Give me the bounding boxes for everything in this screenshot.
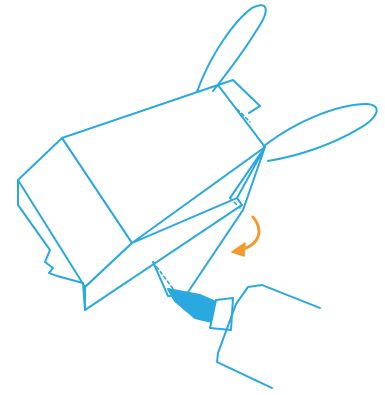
dashed-cut-line-bottom xyxy=(152,261,175,291)
ear-tab xyxy=(217,79,261,114)
top-panel xyxy=(61,84,266,244)
right-triangle-panel xyxy=(152,146,266,297)
right-fold-line xyxy=(229,146,266,199)
dashed-lines xyxy=(152,104,251,291)
dashed-cut-line-ear xyxy=(232,104,251,123)
curved-arrow-icon xyxy=(231,215,261,257)
dashed-cut-line-right xyxy=(229,197,241,209)
body-group xyxy=(17,79,266,311)
ears-group xyxy=(196,4,378,162)
arrow-head xyxy=(231,242,246,257)
back-ear-icon xyxy=(196,4,267,93)
left-bottom-edge xyxy=(17,179,86,311)
front-side-panel xyxy=(84,197,243,311)
left-end-face xyxy=(17,137,133,288)
glue-bottle-icon xyxy=(167,284,321,389)
glue-collar xyxy=(209,297,234,331)
glue-body xyxy=(216,284,321,389)
glue-nozzle-tip xyxy=(167,288,217,323)
front-ear-icon xyxy=(263,103,378,162)
